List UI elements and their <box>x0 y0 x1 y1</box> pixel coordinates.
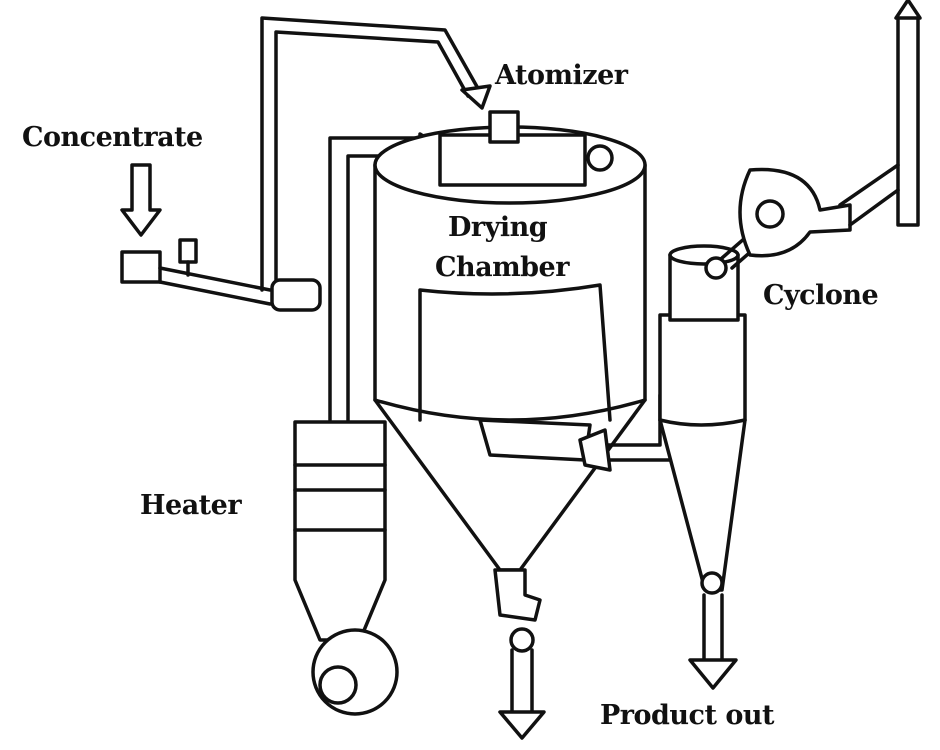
product-out-arrow-chamber <box>498 710 546 740</box>
label-atomizer: Atomizer <box>495 60 628 91</box>
exhaust-fan <box>720 0 922 270</box>
product-out-arrow-cyclone <box>688 658 738 690</box>
label-drying: Drying <box>448 212 548 243</box>
drying-chamber <box>373 110 647 740</box>
cyclone <box>658 244 747 690</box>
concentrate-inlet <box>120 163 322 312</box>
heater <box>293 420 399 716</box>
feed-duct <box>260 16 492 292</box>
label-product-out: Product out <box>600 700 774 731</box>
atomizer-stem <box>488 110 520 144</box>
label-concentrate: Concentrate <box>22 122 203 153</box>
label-chamber: Chamber <box>435 252 569 283</box>
label-cyclone: Cyclone <box>763 280 879 311</box>
feed-pump <box>270 278 322 312</box>
label-heater: Heater <box>140 490 242 521</box>
